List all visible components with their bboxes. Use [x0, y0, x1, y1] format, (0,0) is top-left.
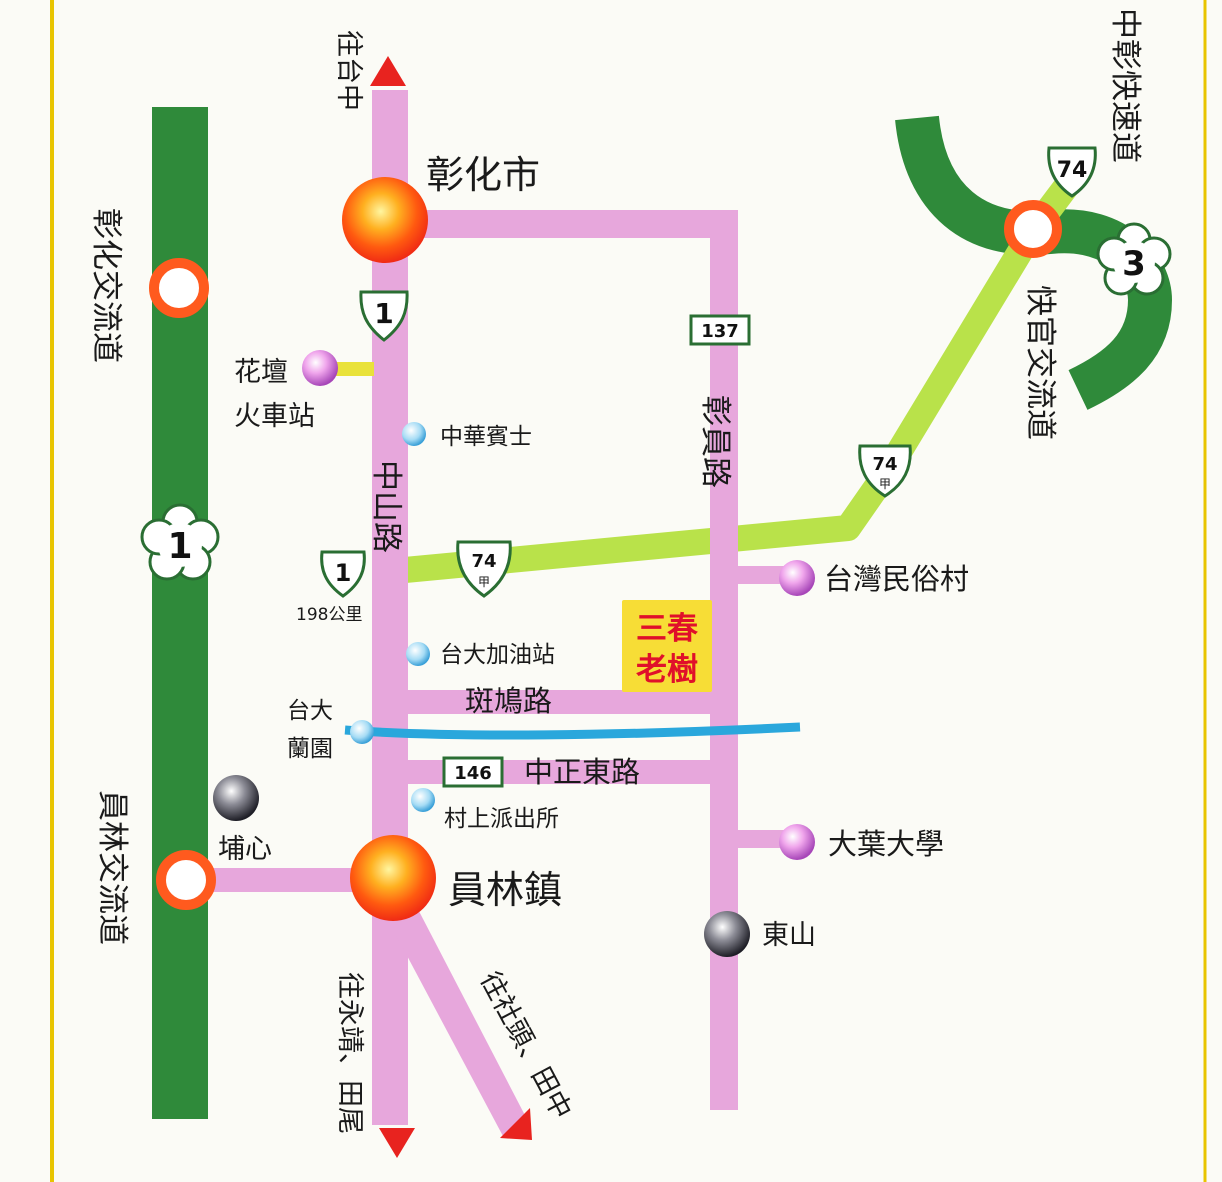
zhangyuan-road: [710, 210, 738, 1110]
north-arrow: [370, 56, 406, 86]
route-74a-upper-number: 74: [872, 454, 897, 475]
destination-line-1: 三春: [636, 611, 698, 647]
folk-village-dot: [779, 560, 815, 596]
huatan-station-dot: [302, 350, 338, 386]
changhua-interchange: [149, 258, 209, 318]
banjiu-road-label: 斑鳩路: [465, 684, 552, 718]
freeway-3-shield-number: 3: [1122, 244, 1146, 284]
cunshang-police-label: 村上派出所: [444, 806, 559, 832]
route-74a-shield-lower: 74 甲: [456, 540, 512, 598]
folk-village-label: 台灣民俗村: [824, 562, 969, 596]
destination-line-2: 老樹: [636, 652, 698, 688]
changhua-city-marker: [342, 177, 428, 263]
route-74-shield: 74: [1047, 146, 1097, 198]
taida-orchid-label-line2: 蘭園: [287, 736, 333, 762]
route-74a-lower-number: 74: [471, 551, 496, 572]
cunshang-police-dot: [411, 788, 435, 812]
shetou-branch-road: [380, 890, 530, 1138]
dayeh-label: 大葉大學: [828, 827, 944, 861]
north-direction-label: 往台中: [333, 30, 364, 111]
taida-orchid-label-line1: 台大: [287, 698, 333, 724]
zhongzheng-east-road-label: 中正東路: [524, 755, 640, 789]
zhonghua-benz-label: 中華賓士: [440, 424, 532, 450]
southeast-arrow: [500, 1108, 532, 1140]
south-arrow: [379, 1128, 415, 1158]
freeway-1-shield: 1: [140, 503, 220, 581]
zhangyuan-road-label: 彰員路: [697, 395, 733, 488]
route-74-shield-number: 74: [1057, 158, 1088, 183]
prov1-shield-mid: 1: [320, 550, 366, 598]
freeway-1-shield-number: 1: [167, 526, 192, 567]
county-137-sign: 137: [689, 314, 751, 346]
freeway-3-shield: 3: [1096, 222, 1172, 296]
km-note-label: 198公里: [296, 605, 362, 625]
destination-badge: 三春 老樹: [622, 600, 712, 692]
route-74a-upper-suffix: 甲: [879, 477, 891, 491]
river: [344, 722, 801, 740]
county-146-number: 146: [454, 763, 492, 784]
dayeh-dot: [779, 824, 815, 860]
huatan-label-line1: 花壇: [234, 357, 288, 388]
route-74a-lower-suffix: 甲: [478, 575, 490, 589]
yuanlin-town-label: 員林鎮: [448, 868, 562, 912]
prov1-shield-top: 1: [359, 290, 409, 342]
banjiu-road-bar: [390, 690, 720, 714]
county-146-sign: 146: [442, 756, 504, 788]
yuanlin-town-marker: [350, 835, 436, 921]
kuaiguan-interchange-label: 快官交流道: [1022, 285, 1058, 440]
north-link-road: [390, 210, 738, 238]
puxin-label: 埔心: [218, 834, 272, 865]
huatan-spur: [330, 362, 374, 376]
taida-gas-label: 台大加油站: [440, 642, 555, 668]
route-74a-shield-upper: 74 甲: [858, 444, 912, 498]
yuanlin-interchange: [156, 850, 216, 910]
county-137-number: 137: [701, 321, 739, 342]
kuaiguan-interchange: [1004, 200, 1062, 258]
dongshan-station-dot: [704, 911, 750, 957]
zhonghua-benz-dot: [402, 422, 426, 446]
dongshan-label: 東山: [762, 920, 816, 951]
zhongzhang-expressway-label: 中彰快速道: [1107, 8, 1143, 163]
changhua-city-label: 彰化市: [426, 153, 540, 197]
puxin-station-dot: [213, 775, 259, 821]
yuanlin-interchange-label: 員林交流道: [94, 790, 130, 945]
taida-orchid-dot: [350, 720, 374, 744]
changhua-interchange-label: 彰化交流道: [88, 208, 124, 363]
taida-gas-dot: [406, 642, 430, 666]
prov1-shield-mid-number: 1: [335, 559, 352, 587]
south-left-direction-label: 往永靖、田尾: [334, 972, 365, 1134]
prov1-shield-top-number: 1: [374, 297, 393, 330]
zhongshan-road-label: 中山路: [368, 460, 404, 553]
huatan-label-line2: 火車站: [234, 401, 315, 432]
